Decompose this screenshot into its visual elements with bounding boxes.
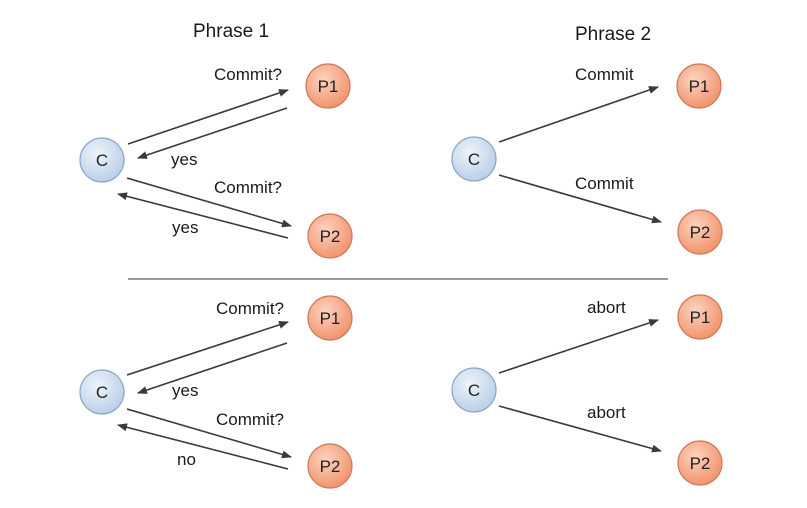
msg-commit-query-p2: Commit? [214, 178, 282, 197]
participant2-label: P2 [320, 227, 341, 246]
participant2-node [677, 209, 723, 255]
scenario-1-phase-1: Commit? yes Commit? yes C P1 P2 [79, 63, 353, 259]
coordinator-label: C [468, 150, 480, 169]
participant2-label: P2 [690, 454, 711, 473]
phase1-title: Phrase 1 [193, 21, 269, 42]
arrow-c-to-p2 [498, 174, 662, 224]
participant2-node [677, 440, 723, 486]
arrow-p1-to-c [137, 342, 288, 394]
arrow-c-to-p2 [126, 408, 292, 459]
participant1-label: P1 [690, 308, 711, 327]
msg-commit-query-p2: Commit? [216, 410, 284, 429]
coordinator-node [451, 367, 497, 413]
msg-commit-query-p1: Commit? [214, 65, 282, 84]
phase2-title: Phrase 2 [575, 24, 651, 45]
coordinator-label: C [468, 381, 480, 400]
participant2-label: P2 [320, 457, 341, 476]
participant2-node [307, 213, 353, 259]
coordinator-label: C [96, 151, 108, 170]
scenario-2-phase-1: Commit? yes Commit? no C P1 P2 [79, 295, 353, 489]
participant1-node [307, 295, 353, 341]
arrow-p2-to-c [117, 192, 289, 239]
arrow-c-to-p1 [498, 86, 659, 143]
msg-reply-p1: yes [172, 381, 198, 400]
msg-commit-query-p1: Commit? [216, 299, 284, 318]
participant2-label: P2 [690, 223, 711, 242]
msg-decision-p1: abort [587, 298, 626, 317]
participant1-label: P1 [318, 77, 339, 96]
msg-reply-p1: yes [171, 150, 197, 169]
scenario-2-phase-2: abort abort C P1 P2 [451, 294, 723, 486]
msg-decision-p2: Commit [575, 174, 634, 193]
arrow-c-to-p1 [126, 321, 289, 376]
scenario-1-phase-2: Commit Commit C P1 P2 [451, 63, 723, 255]
participant1-label: P1 [689, 77, 710, 96]
arrow-p1-to-c [137, 107, 288, 159]
coordinator-node [451, 136, 497, 182]
arrow-c-to-p1 [127, 89, 289, 145]
msg-reply-p2: no [177, 450, 196, 469]
participant1-node [305, 63, 351, 109]
participant1-label: P1 [320, 309, 341, 328]
arrow-c-to-p2 [126, 177, 292, 228]
participant1-node [677, 294, 723, 340]
msg-reply-p2: yes [172, 218, 198, 237]
participant1-node [676, 63, 722, 109]
coordinator-node [79, 369, 125, 415]
msg-decision-p1: Commit [575, 65, 634, 84]
arrow-c-to-p2 [498, 405, 662, 453]
arrow-c-to-p1 [498, 319, 659, 374]
msg-decision-p2: abort [587, 403, 626, 422]
arrow-p2-to-c [117, 423, 289, 470]
coordinator-label: C [96, 383, 108, 402]
participant2-node [307, 443, 353, 489]
coordinator-node [79, 137, 125, 183]
